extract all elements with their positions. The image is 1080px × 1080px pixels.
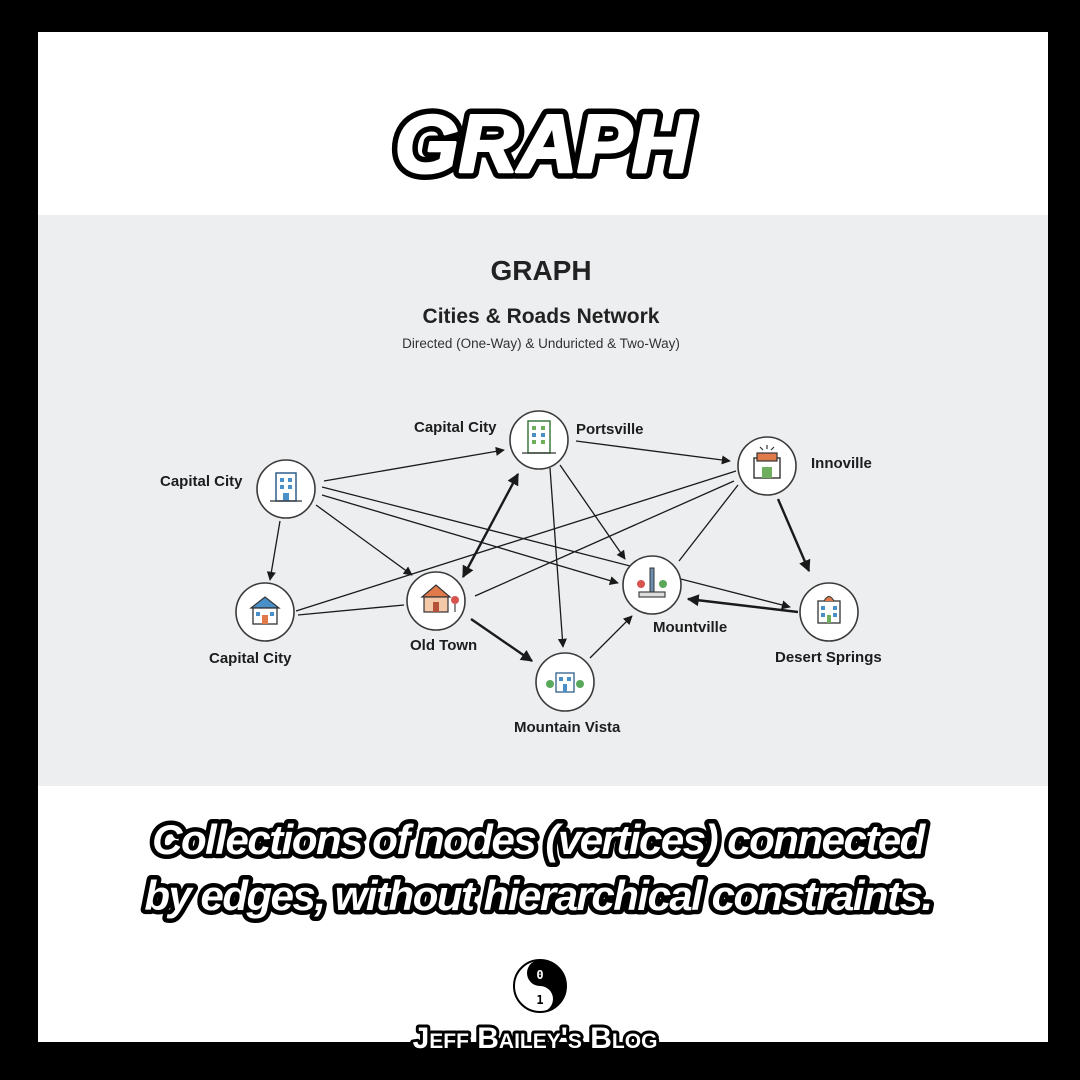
node-label: Mountain Vista — [514, 719, 621, 736]
edge-top-to-innoville — [575, 440, 731, 465]
graph-diagram: GRAPH Cities & Roads Network Directed (O… — [38, 215, 1048, 786]
slide-card: GRAPH GRAPH GRAPH Cities & Roads Network… — [38, 32, 1048, 1058]
diagram-subtitle: Cities & Roads Network — [423, 305, 660, 328]
caption-line2-outline: by edges, without hierarchical constrain… — [144, 872, 931, 919]
headline-title: GRAPH — [395, 99, 693, 190]
node-mountain-vista: Mountain Vista — [514, 652, 621, 736]
edge-capital-left-to-mountville — [321, 494, 619, 586]
node-label: Desert Springs — [775, 649, 882, 666]
edge-capital-left-to-bottom — [266, 520, 281, 581]
town-hall-icon — [249, 596, 281, 625]
node-label: Capital City — [160, 473, 243, 490]
logo-digit-bottom: 1 — [536, 993, 543, 1007]
office-tower-icon — [522, 420, 556, 454]
office-building-icon — [270, 472, 302, 502]
caption-line1: Collections of nodes (vertices) connecte… — [152, 816, 927, 863]
hotel-icon — [817, 595, 841, 624]
house-with-trees-icon — [546, 672, 584, 693]
old-house-icon — [420, 584, 459, 613]
node-capital-city-top: Capital City Portsville — [414, 410, 644, 470]
edge-top-to-mountville — [559, 464, 626, 560]
edge-top-to-vista — [549, 467, 567, 648]
yin-yang-logo-icon: 0 1 — [513, 959, 567, 1013]
caption: Collections of nodes (vertices) connecte… — [140, 812, 938, 924]
diagram-note: Directed (One-Way) & Unduricted & Two-Wa… — [402, 336, 680, 351]
node-capital-city-bottom: Capital City — [209, 582, 295, 667]
node-label: Mountville — [653, 619, 727, 636]
caption-line2: by edges, without hierarchical constrain… — [144, 872, 931, 919]
node-label: Old Town — [410, 637, 477, 654]
edge-mountville-innoville — [678, 484, 739, 562]
edge-oldtown-top-two-way — [461, 472, 520, 579]
monument-icon — [637, 567, 667, 598]
edge-oldtown-innoville — [474, 480, 735, 597]
node-capital-city-left: Capital City — [160, 459, 316, 519]
node-label-portsville: Portsville — [576, 421, 644, 438]
diagram-title: GRAPH — [490, 255, 591, 286]
node-innoville: Innoville — [737, 436, 872, 496]
edge-capital-left-to-oldtown — [315, 504, 413, 576]
headline: GRAPH GRAPH — [388, 92, 700, 194]
node-label: Innoville — [811, 455, 872, 472]
brand-name: Jeff Bailey's Blog — [410, 1019, 661, 1058]
edge-capital-bottom-oldtown — [297, 604, 405, 616]
edge-capital-left-to-top — [323, 446, 505, 482]
node-old-town: Old Town — [406, 571, 477, 654]
edge-desert-to-mountville — [686, 594, 799, 614]
node-mountville: Mountville — [622, 555, 727, 636]
node-desert-springs: Desert Springs — [775, 582, 882, 666]
edges — [266, 440, 811, 662]
edge-vista-to-mountville — [589, 615, 633, 659]
headline-outline: GRAPH — [395, 99, 693, 190]
edge-oldtown-to-vista — [470, 618, 533, 662]
node-label: Capital City — [414, 419, 497, 436]
brand-text: Jeff Bailey's Blog — [413, 1022, 658, 1055]
logo-digit-top: 0 — [536, 968, 543, 982]
edge-innoville-to-desert — [776, 498, 811, 573]
caption-line1-outline: Collections of nodes (vertices) connecte… — [152, 816, 927, 863]
node-label: Capital City — [209, 650, 292, 667]
factory-icon — [753, 445, 781, 479]
